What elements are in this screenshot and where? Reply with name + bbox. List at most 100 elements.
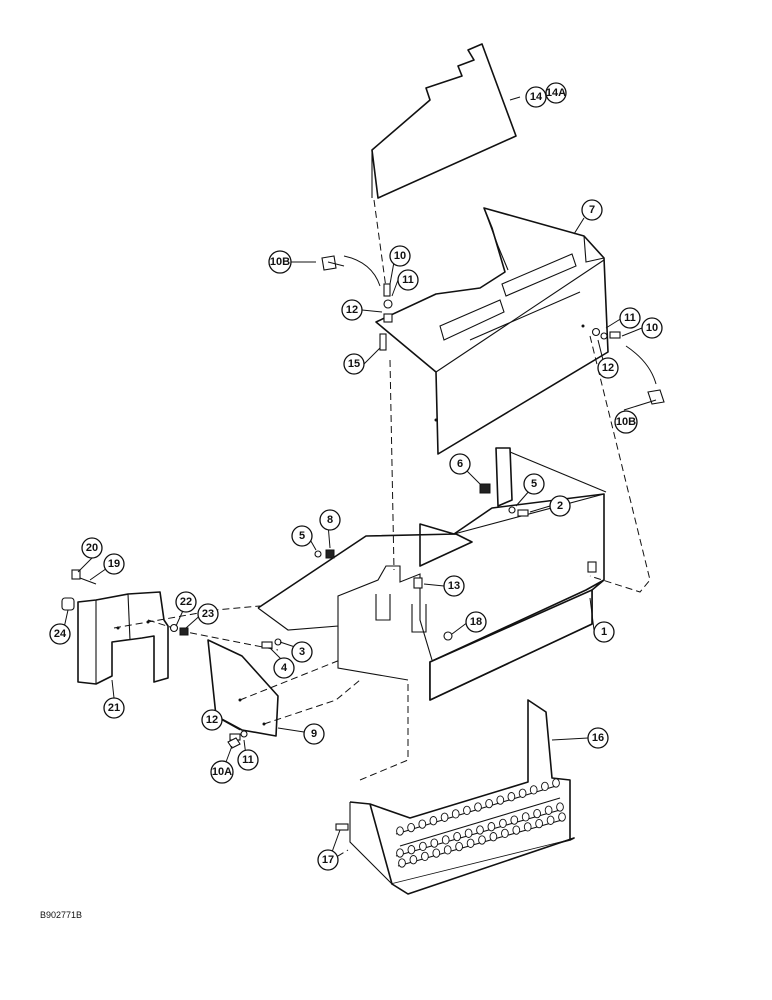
tread-tooth bbox=[556, 802, 564, 812]
leader-lines bbox=[63, 96, 657, 853]
callout-14a: 14A bbox=[545, 82, 567, 104]
tread-tooth bbox=[451, 809, 460, 819]
callout-5-right: 5 bbox=[523, 473, 545, 495]
callout-13: 13 bbox=[443, 575, 465, 597]
callout-8: 7 bbox=[581, 199, 603, 221]
svg-text:10B: 10B bbox=[270, 256, 290, 268]
tread-tooth bbox=[440, 812, 449, 822]
svg-text:8: 8 bbox=[327, 514, 333, 526]
svg-text:13: 13 bbox=[448, 580, 460, 592]
tread-tooth bbox=[487, 822, 496, 832]
tread-tooth bbox=[489, 832, 498, 842]
callout-16: 16 bbox=[587, 727, 609, 749]
svg-text:11: 11 bbox=[242, 754, 254, 766]
callout-5-left: 5 bbox=[291, 525, 313, 547]
tread-tooth bbox=[407, 845, 416, 855]
callout-1: 1 bbox=[593, 621, 615, 643]
tread-tooth bbox=[429, 816, 438, 826]
step-ladder bbox=[349, 699, 575, 895]
tread-tooth bbox=[419, 841, 427, 852]
upper-housing bbox=[375, 207, 609, 455]
svg-text:1: 1 bbox=[601, 626, 607, 638]
callout-3: 4 bbox=[273, 657, 295, 679]
tread-tooth bbox=[396, 826, 404, 836]
svg-text:11: 11 bbox=[624, 312, 636, 324]
callout-4: 3 bbox=[291, 641, 313, 663]
hardware bbox=[61, 255, 665, 831]
svg-text:4: 4 bbox=[281, 662, 288, 674]
tread-tooth bbox=[501, 828, 509, 839]
callout-10b-upper: 10B bbox=[268, 250, 292, 274]
tread-tooth bbox=[521, 812, 530, 822]
figure-id: B902771B bbox=[40, 910, 82, 920]
svg-text:17: 17 bbox=[322, 854, 334, 866]
svg-text:22: 22 bbox=[180, 596, 192, 608]
svg-text:5: 5 bbox=[531, 478, 537, 490]
svg-text:10: 10 bbox=[394, 250, 406, 262]
svg-text:11: 11 bbox=[402, 274, 414, 286]
main-base-frame bbox=[257, 447, 607, 701]
tread-tooth bbox=[496, 795, 505, 805]
top-cover-panel bbox=[371, 43, 517, 199]
svg-text:9: 9 bbox=[311, 728, 317, 740]
tread-tooth bbox=[466, 838, 475, 848]
tread-tooth bbox=[485, 798, 493, 809]
callout-10-right: 10 bbox=[641, 317, 663, 339]
svg-text:10A: 10A bbox=[212, 766, 232, 778]
callout-12-lower: 12 bbox=[201, 709, 223, 731]
tread-tooth bbox=[398, 858, 406, 868]
tread-tooth bbox=[478, 835, 486, 845]
callout-18: 18 bbox=[465, 611, 487, 633]
callout-14: 14 bbox=[525, 86, 547, 108]
callout-6: 8 bbox=[319, 509, 341, 531]
callout-17: 17 bbox=[317, 849, 339, 871]
callout-7: 6 bbox=[449, 453, 471, 475]
tread-tooth bbox=[441, 835, 450, 845]
svg-text:10: 10 bbox=[646, 322, 658, 334]
callout-10-upper: 10 bbox=[389, 245, 411, 267]
tread-tooth bbox=[474, 802, 482, 812]
tread-tooth bbox=[544, 805, 553, 815]
tread-tooth bbox=[396, 848, 404, 858]
svg-text:3: 3 bbox=[299, 646, 305, 658]
callout-15: 15 bbox=[343, 353, 365, 375]
svg-text:14: 14 bbox=[530, 91, 543, 103]
tread-tooth bbox=[463, 805, 471, 816]
svg-text:5: 5 bbox=[299, 530, 305, 542]
tread-tooth bbox=[499, 818, 507, 829]
tread-tooth bbox=[407, 822, 415, 833]
callout-9: 9 bbox=[303, 723, 325, 745]
tread-tooth bbox=[535, 818, 543, 829]
callout-11-right: 11 bbox=[619, 307, 641, 329]
svg-text:6: 6 bbox=[457, 458, 463, 470]
callout-23: 23 bbox=[197, 603, 219, 625]
svg-text:12: 12 bbox=[602, 362, 614, 374]
tread-tooth bbox=[533, 808, 541, 819]
svg-text:24: 24 bbox=[54, 628, 67, 640]
tread-tooth bbox=[512, 825, 521, 835]
tread-tooth bbox=[443, 845, 452, 855]
tread-tooth bbox=[409, 855, 418, 865]
callout-20: 20 bbox=[81, 537, 103, 559]
callout-22: 22 bbox=[175, 591, 197, 613]
tread-tooth bbox=[552, 778, 560, 788]
tread-tooth bbox=[507, 792, 516, 802]
tread-tooth bbox=[546, 815, 555, 825]
left-bracket bbox=[77, 591, 169, 685]
tread-tooth bbox=[510, 815, 519, 825]
tread-tooth bbox=[453, 831, 461, 842]
tread-tooth bbox=[421, 851, 429, 862]
svg-text:15: 15 bbox=[348, 358, 360, 370]
callout-10b-right: 10B bbox=[614, 410, 638, 434]
callout-11-lower: 11 bbox=[237, 749, 259, 771]
tread-tooth bbox=[476, 825, 484, 835]
tread-tooth bbox=[430, 838, 439, 848]
callout-2: 2 bbox=[549, 495, 571, 517]
svg-text:7: 7 bbox=[589, 204, 595, 216]
callout-12-right: 12 bbox=[597, 357, 619, 379]
svg-text:12: 12 bbox=[346, 304, 358, 316]
tread-tooth bbox=[432, 848, 441, 858]
tread-tooth bbox=[558, 812, 566, 822]
svg-text:23: 23 bbox=[202, 608, 214, 620]
